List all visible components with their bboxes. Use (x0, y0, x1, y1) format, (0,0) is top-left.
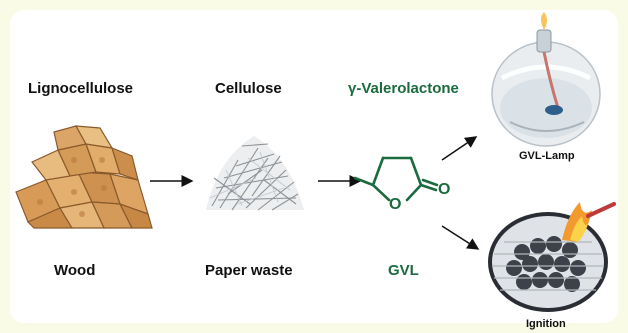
paper-waste-caption: Paper waste (205, 262, 293, 279)
ignition-caption: Ignition (526, 318, 566, 330)
lignocellulose-heading: Lignocellulose (28, 80, 134, 97)
gvl-lamp-caption: GVL-Lamp (519, 150, 575, 162)
gvl-caption: GVL (388, 262, 419, 279)
wood-pile-image (15, 125, 153, 229)
arrow-gvl-to-lamp (441, 136, 478, 161)
gvl-full-name-heading: γ-Valerolactone (348, 80, 459, 97)
arrow-gvl-to-ignition (441, 225, 480, 250)
grill-ignition-image (488, 202, 616, 312)
cellulose-heading: Cellulose (215, 80, 282, 97)
carbonyl-oxygen-label: O (438, 181, 450, 198)
gvl-lamp-image (491, 12, 601, 147)
shredded-paper-image (206, 136, 304, 211)
wood-caption: Wood (54, 262, 96, 279)
ring-oxygen-label: O (389, 196, 401, 213)
gvl-structure: O O (353, 156, 450, 213)
